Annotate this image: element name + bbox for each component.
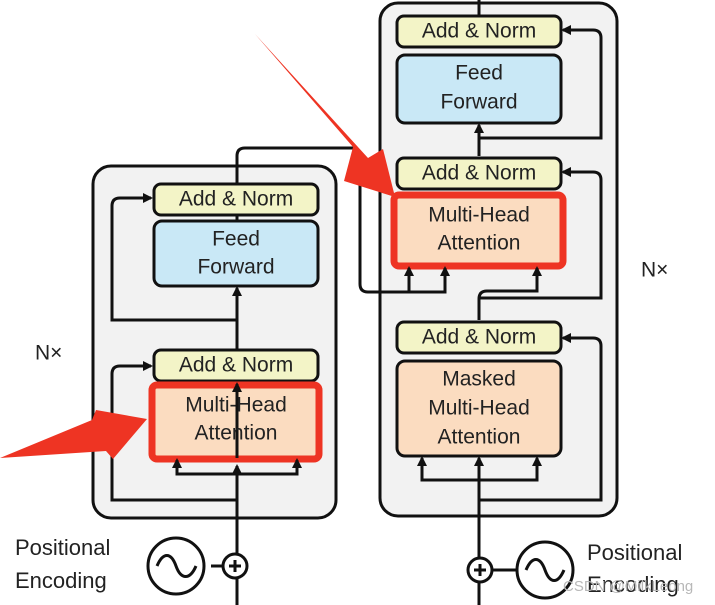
encoder-stack <box>91 164 338 520</box>
encoder-feed-forward-line-1: Feed <box>212 228 260 251</box>
encoder-highlight-arrow <box>0 410 147 459</box>
decoder-masked-attention-line-3: Attention <box>438 426 521 449</box>
decoder-feed-forward-line-1: Feed <box>455 62 503 85</box>
decoder-cross-attention <box>390 191 567 270</box>
decoder-cross-attention-line-2: Attention <box>438 232 521 255</box>
decoder-add-norm-top-label: Add & Norm <box>422 20 536 43</box>
decoder-nx-label: N× <box>641 259 668 282</box>
encoder-positional-connector <box>146 536 249 596</box>
encoder-add-norm-top-label: Add & Norm <box>179 188 293 211</box>
decoder-add-norm-middle-label: Add & Norm <box>422 162 536 185</box>
encoder-nx-label: N× <box>35 342 62 365</box>
watermark-text: CSDN @MilkLeong <box>563 578 693 595</box>
encoder-attention-line-1: Multi-Head <box>185 394 287 417</box>
decoder-positional-connector <box>466 540 575 600</box>
decoder-positional-label-line-2: Encoding <box>587 572 679 597</box>
decoder-positional-label-line-1: Positional <box>587 540 682 565</box>
decoder-cross-attention-line-1: Multi-Head <box>428 204 530 227</box>
encoder-add-norm-top <box>152 182 320 217</box>
encoder-feed-forward-line-2: Forward <box>197 256 274 279</box>
decoder-feed-forward-line-2: Forward <box>440 91 517 114</box>
encoder-add-norm-bottom-label: Add & Norm <box>179 354 293 377</box>
decoder-masked-attention-line-2: Multi-Head <box>428 397 530 420</box>
decoder-masked-attention-line-1: Masked <box>442 368 516 391</box>
encoder-positional-label-line-1: Positional <box>15 535 110 560</box>
decoder-highlight-arrow <box>255 34 395 197</box>
encoder-positional-label-line-2: Encoding <box>15 568 107 593</box>
encoder-add-norm-bottom <box>152 348 320 383</box>
decoder-connections <box>417 0 603 605</box>
decoder-add-norm-bottom-label: Add & Norm <box>422 326 536 349</box>
encoder-connections <box>110 146 450 605</box>
encoder-attention-line-2: Attention <box>195 422 278 445</box>
